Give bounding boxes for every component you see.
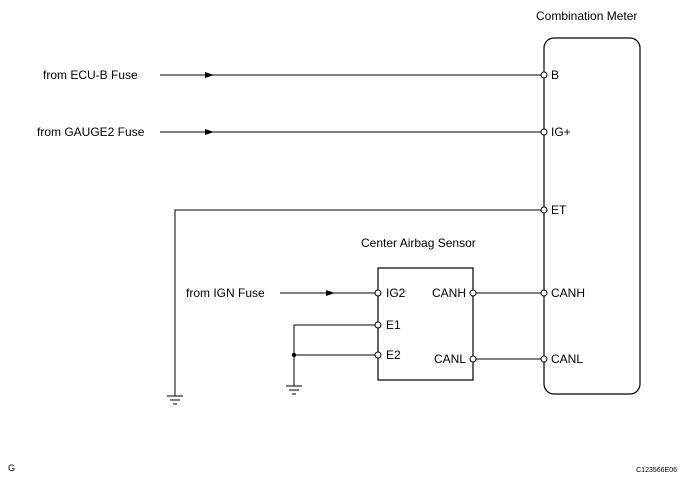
- sensor-pin-ig2: [374, 289, 382, 297]
- sensor-pin-label-e1: E1: [386, 318, 401, 332]
- wire-e1: [293, 324, 375, 386]
- meter-pin-label-b: B: [551, 68, 559, 82]
- meter-pin-label-canl: CANL: [551, 352, 583, 366]
- sensor-pin-label-ig2: IG2: [386, 286, 406, 300]
- arrow-ecu-b: [205, 72, 214, 78]
- meter-pin-et: [540, 206, 548, 214]
- sensor-pin-label-canh: CANH: [432, 286, 466, 300]
- center-airbag-sensor-title: Center Airbag Sensor: [361, 236, 476, 250]
- sensor-pin-label-e2: E2: [386, 348, 401, 362]
- ground-symbol-et: [167, 395, 183, 405]
- figure-code: C123566E06: [636, 467, 677, 474]
- combination-meter-title: Combination Meter: [536, 9, 637, 23]
- source-ign-label: from IGN Fuse: [186, 286, 265, 300]
- ground-symbol-e: [286, 385, 302, 395]
- sensor-pin-e1: [374, 321, 382, 329]
- meter-pin-b: [540, 71, 548, 79]
- sensor-pin-e2: [374, 351, 382, 359]
- wire-et-ground: [174, 209, 541, 396]
- meter-pin-ig: [540, 128, 548, 136]
- arrow-gauge2: [205, 129, 214, 135]
- meter-pin-label-canh: CANH: [551, 286, 585, 300]
- footer-left-mark: G: [8, 463, 15, 473]
- source-gauge2-label: from GAUGE2 Fuse: [37, 125, 145, 139]
- junction-dot: [291, 352, 297, 358]
- meter-pin-label-ig: IG+: [551, 125, 571, 139]
- center-airbag-sensor-box: [377, 267, 474, 381]
- meter-pin-canl: [540, 355, 548, 363]
- meter-pin-label-et: ET: [551, 203, 567, 217]
- arrow-ign: [326, 290, 335, 296]
- sensor-pin-canh: [469, 289, 477, 297]
- sensor-pin-canl: [469, 355, 477, 363]
- meter-pin-canh: [540, 289, 548, 297]
- source-ecu-b-label: from ECU-B Fuse: [43, 68, 138, 82]
- combination-meter-box: [543, 37, 641, 395]
- sensor-pin-label-canl: CANL: [434, 352, 466, 366]
